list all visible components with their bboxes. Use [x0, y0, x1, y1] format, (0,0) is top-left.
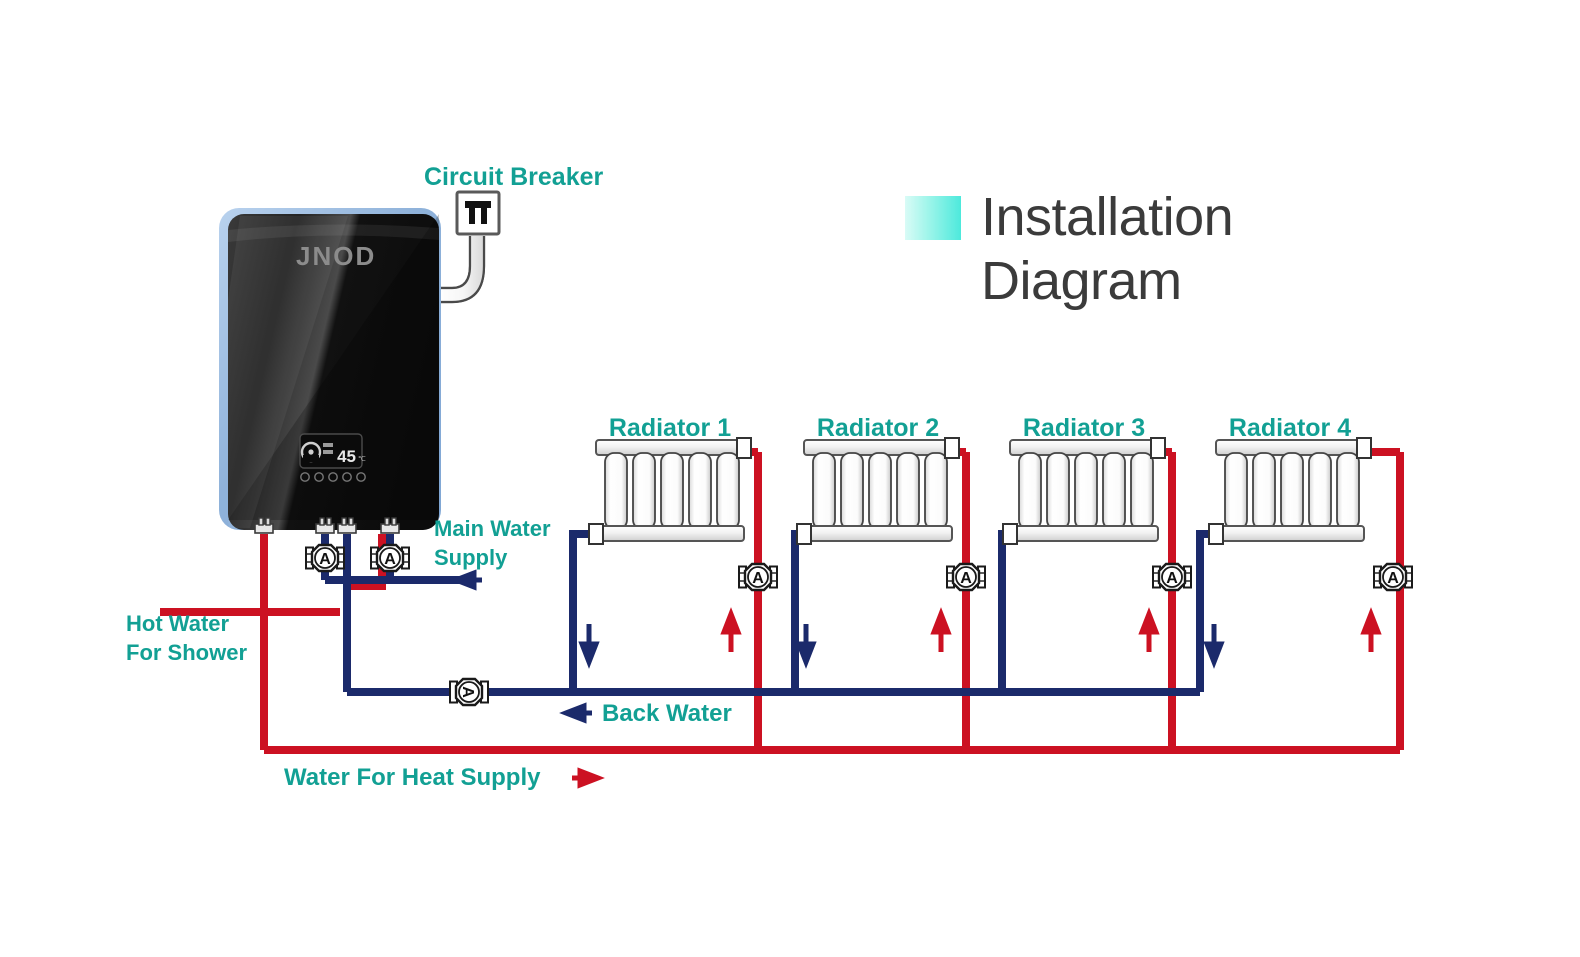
boiler-unit[interactable]: JNOD 45 ℃: [219, 208, 441, 534]
label-hot-water-line2: For Shower: [126, 640, 248, 665]
valve-boiler-inlet-left[interactable]: [304, 543, 346, 573]
radiator-4: [1208, 437, 1372, 545]
electrical-conduit: [437, 236, 486, 304]
label-main-water-supply-line1: Main Water: [434, 516, 551, 541]
circuit-breaker-icon[interactable]: [455, 190, 501, 236]
radiator-1: [588, 437, 752, 545]
label-circuit-breaker: Circuit Breaker: [424, 163, 604, 191]
title-line-2: Diagram: [981, 250, 1182, 311]
radiator-3: [1002, 437, 1166, 545]
valve-return-header[interactable]: [448, 677, 490, 707]
label-hot-water-line1: Hot Water: [126, 611, 230, 636]
boiler-temperature-unit: ℃: [358, 456, 366, 463]
main-supply-arrow: [449, 569, 482, 591]
valve-radiator-4[interactable]: [1372, 562, 1414, 592]
heat-supply-pipes: [160, 448, 1404, 754]
boiler-brand-text: JNOD: [296, 241, 376, 271]
boiler-button-set: [356, 472, 366, 482]
flow-arrows: [449, 569, 1382, 789]
label-radiator-1: Radiator 1: [608, 414, 732, 442]
valve-radiator-1[interactable]: [737, 562, 779, 592]
boiler-button-up: [328, 472, 338, 482]
page-title: Installation Diagram: [905, 186, 1234, 313]
radiator-2: [796, 437, 960, 545]
valve-radiator-3[interactable]: [1151, 562, 1193, 592]
label-radiator-3: Radiator 3: [1022, 414, 1146, 442]
label-water-for-heat-supply: Water For Heat Supply: [284, 764, 541, 791]
label-main-water-supply-line2: Supply: [434, 545, 508, 570]
boiler-temperature-value: 45: [337, 447, 356, 466]
boiler-button-down: [342, 472, 352, 482]
label-back-water: Back Water: [602, 700, 732, 727]
title-swatch-icon: [905, 196, 961, 240]
label-radiator-4: Radiator 4: [1228, 414, 1352, 442]
boiler-display[interactable]: 45 ℃: [299, 433, 366, 482]
boiler-button-power: [300, 472, 310, 482]
label-radiator-2: Radiator 2: [816, 414, 940, 442]
valve-boiler-inlet-right[interactable]: [369, 543, 411, 573]
back-water-arrow: [559, 702, 592, 724]
valve-radiator-2[interactable]: [945, 562, 987, 592]
title-line-1: Installation: [981, 187, 1234, 247]
boiler-button-mode: [314, 472, 324, 482]
heat-supply-arrow: [572, 767, 605, 789]
